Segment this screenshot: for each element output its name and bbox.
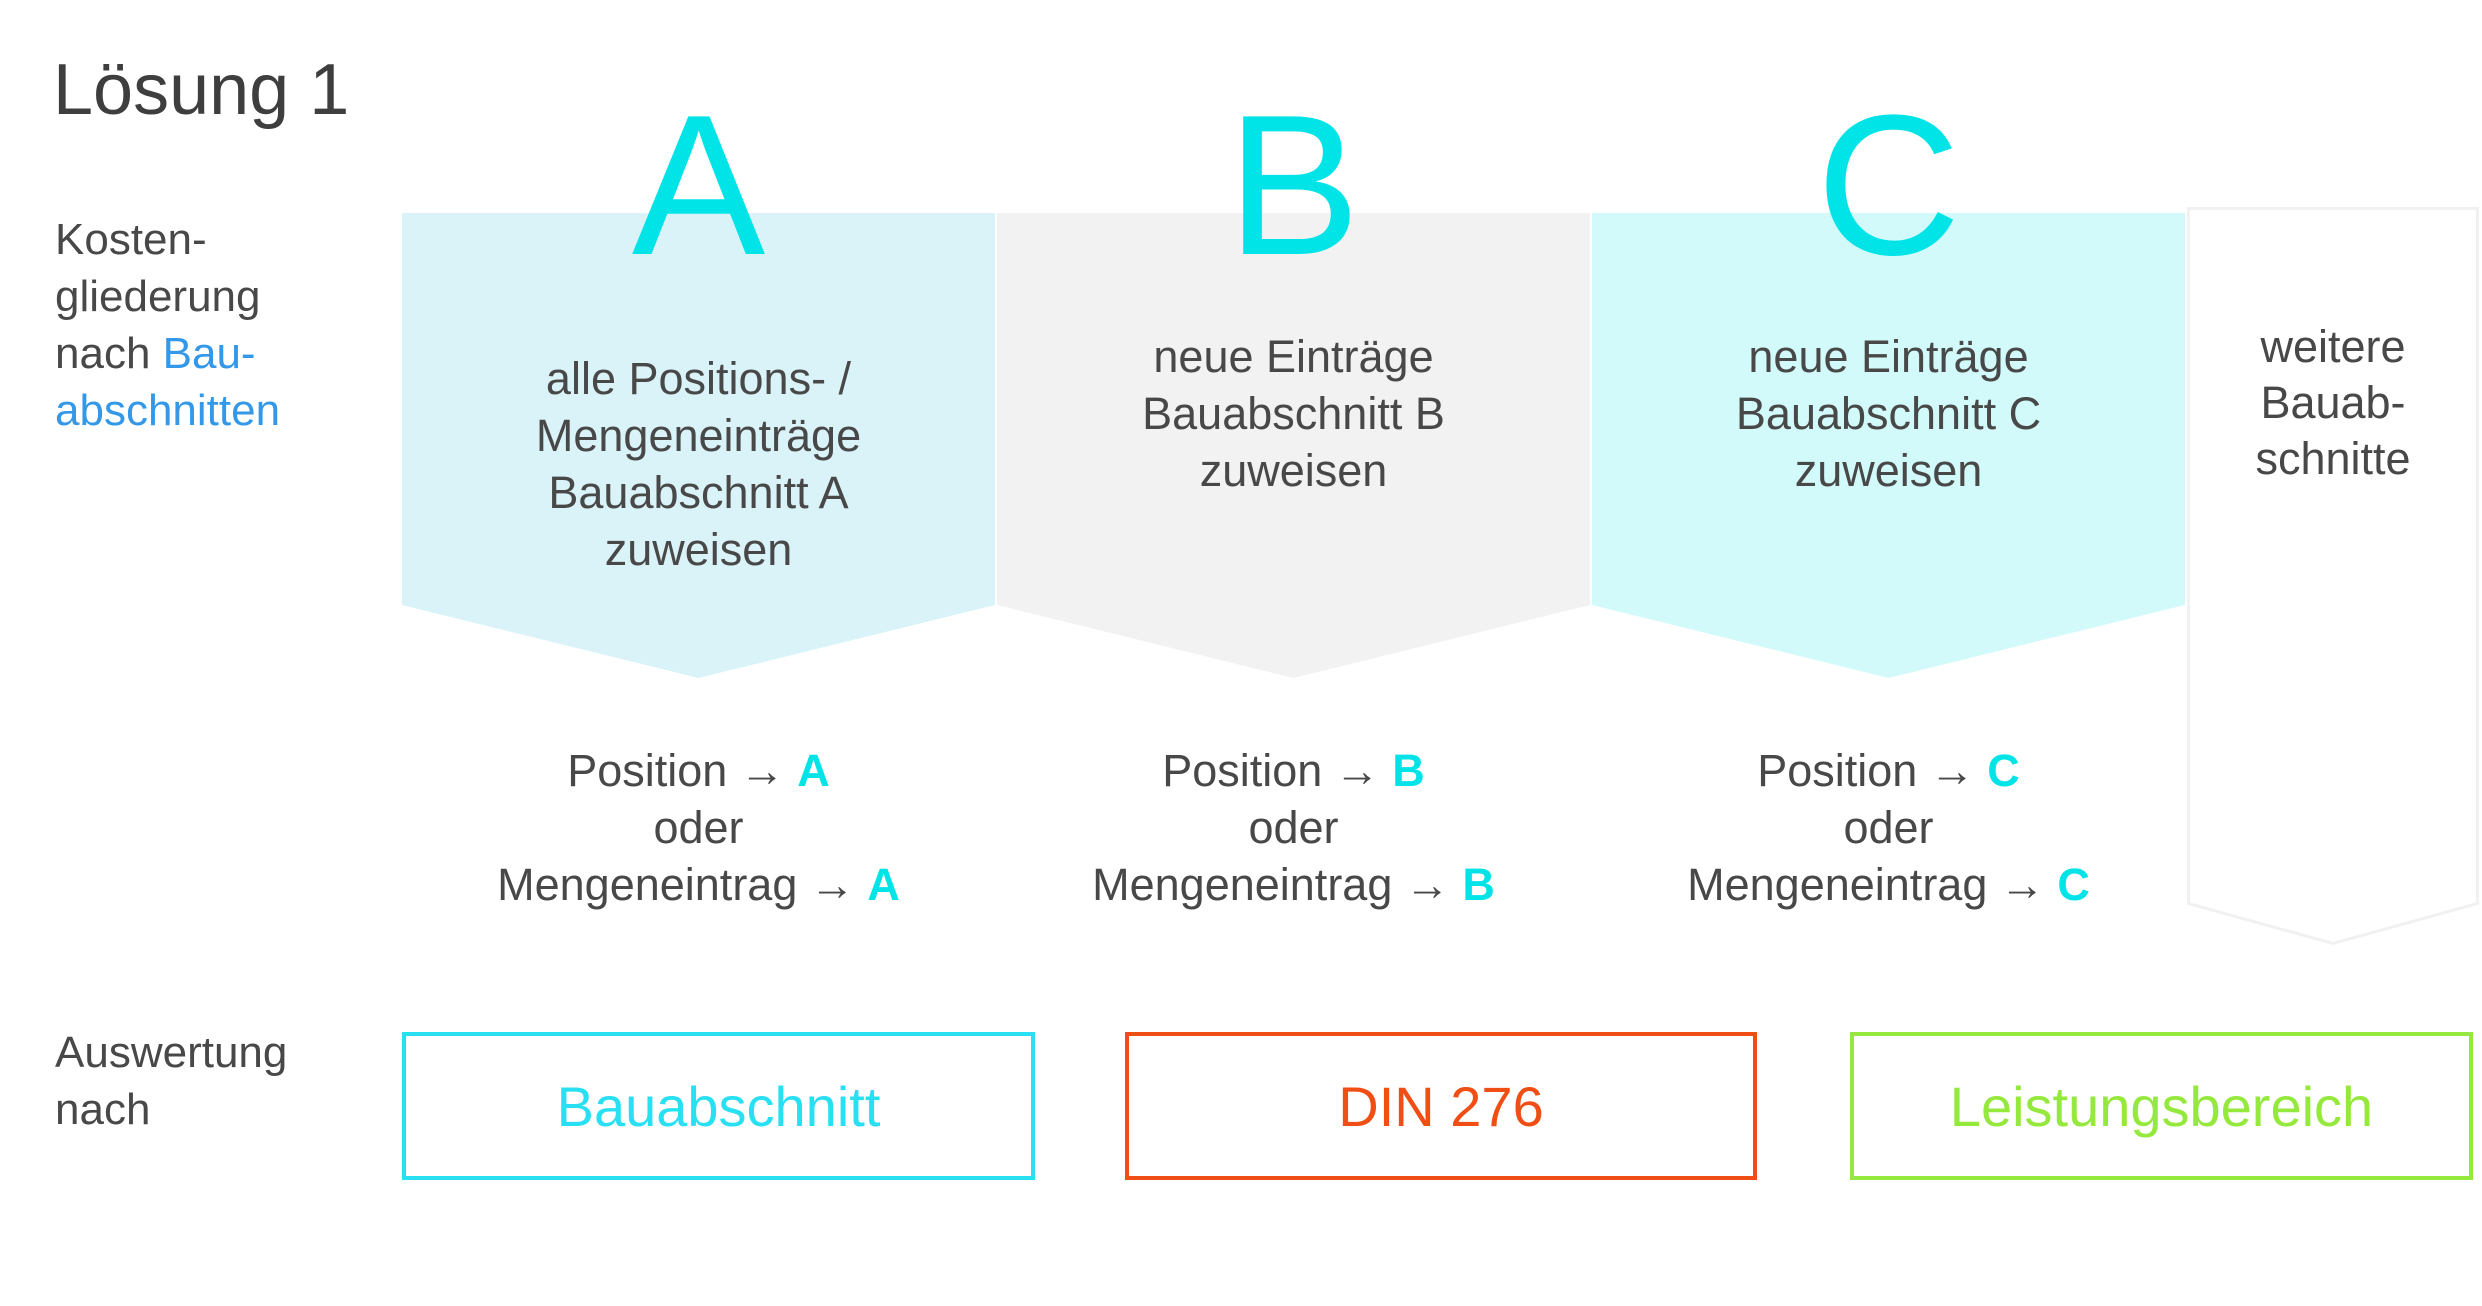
result-box-bauabschnitt: Bauabschnitt [402, 1032, 1035, 1180]
result-box-bauabschnitt-label: Bauabschnitt [556, 1074, 881, 1138]
assignment-row-c: Position → C oder Mengeneintrag → C [1592, 742, 2185, 913]
kosten-line-3-blue: Bau- [162, 329, 256, 378]
banner-b-text-line-3: zuweisen [1199, 445, 1388, 496]
auswertung-label: Auswertung nach [55, 1024, 287, 1138]
more-banner-line-1: weitere [2260, 321, 2406, 372]
assignment-c-position-letter: C [1987, 745, 2020, 796]
auswertung-line-2: nach [55, 1085, 151, 1134]
kosten-line-1: Kosten- [55, 215, 207, 264]
banner-a-big-letter: A [631, 74, 766, 297]
assignment-a-position-text: Position → [567, 745, 798, 796]
kostengliederung-label: Kosten- gliederung nach Bau- abschnitten [55, 211, 280, 439]
assignment-b-menge: Mengeneintrag → B [997, 856, 1590, 913]
assignment-b-oder: oder [1248, 802, 1339, 853]
kosten-line-3-gray: nach [55, 329, 163, 378]
assignment-row-b: Position → B oder Mengeneintrag → B [997, 742, 1590, 913]
banner-b-shape [997, 213, 1590, 678]
assignment-c-menge-text: Mengeneintrag → [1687, 859, 2058, 910]
banner-c-text: neue Einträge Bauabschnitt C zuweisen [1592, 328, 2185, 499]
assignment-a-position: Position → A [402, 742, 995, 799]
banner-b-text: neue Einträge Bauabschnitt B zuweisen [997, 328, 1590, 499]
banner-b-big-letter: B [1226, 74, 1361, 297]
banner-b-text-line-2: Bauabschnitt B [1142, 388, 1445, 439]
more-banner-line-3: schnitte [2255, 433, 2411, 484]
more-banner-line-2: Bauab- [2260, 377, 2406, 428]
assignment-a-menge-letter: A [867, 859, 900, 910]
auswertung-line-1: Auswertung [55, 1028, 288, 1077]
kosten-line-2: gliederung [55, 272, 261, 321]
assignment-b-menge-text: Mengeneintrag → [1092, 859, 1463, 910]
banner-c-polygon [1592, 213, 2185, 678]
banner-b-text-line-1: neue Einträge [1153, 331, 1434, 382]
assignment-c-position-text: Position → [1757, 745, 1988, 796]
banner-a-text: alle Positions- / Mengeneinträge Bauabsc… [402, 350, 995, 578]
result-box-leistungsbereich: Leistungsbereich [1850, 1032, 2473, 1180]
banner-c-shape [1592, 213, 2185, 678]
more-banner-text: weitere Bauab- schnitte [2187, 319, 2479, 487]
banner-a-text-line-4: zuweisen [604, 524, 793, 575]
banner-c-text-line-3: zuweisen [1794, 445, 1983, 496]
more-banner-polygon [2187, 207, 2479, 946]
banner-c-big-letter: C [1816, 74, 1961, 297]
kosten-line-3: nach Bau- [55, 325, 280, 382]
assignment-c-position: Position → C [1592, 742, 2185, 799]
assignment-a-position-letter: A [797, 745, 830, 796]
kosten-line-4: abschnitten [55, 386, 281, 435]
result-box-din276-label: DIN 276 [1338, 1074, 1544, 1138]
assignment-b-menge-letter: B [1462, 859, 1495, 910]
assignment-c-menge-letter: C [2057, 859, 2090, 910]
banner-a-text-line-2: Mengeneinträge [535, 410, 862, 461]
assignment-a-oder: oder [653, 802, 744, 853]
banner-c-text-line-1: neue Einträge [1748, 331, 2029, 382]
more-banner-shape [2187, 207, 2479, 946]
assignment-a-menge-text: Mengeneintrag → [497, 859, 868, 910]
banner-b-polygon [997, 213, 1590, 678]
assignment-a-menge: Mengeneintrag → A [402, 856, 995, 913]
assignment-c-menge: Mengeneintrag → C [1592, 856, 2185, 913]
banner-a-text-line-1: alle Positions- / [545, 353, 852, 404]
result-box-leistungsbereich-label: Leistungsbereich [1949, 1074, 2374, 1138]
banner-a-shape [402, 213, 995, 678]
assignment-b-position: Position → B [997, 742, 1590, 799]
banner-a-polygon [402, 213, 995, 678]
page-title: Lösung 1 [53, 50, 350, 130]
assignment-b-position-letter: B [1392, 745, 1425, 796]
banner-a-text-line-3: Bauabschnitt A [548, 467, 849, 518]
assignment-row-a: Position → A oder Mengeneintrag → A [402, 742, 995, 913]
result-box-din276: DIN 276 [1125, 1032, 1757, 1180]
assignment-c-oder: oder [1843, 802, 1934, 853]
assignment-b-position-text: Position → [1162, 745, 1393, 796]
banner-c-text-line-2: Bauabschnitt C [1735, 388, 2042, 439]
